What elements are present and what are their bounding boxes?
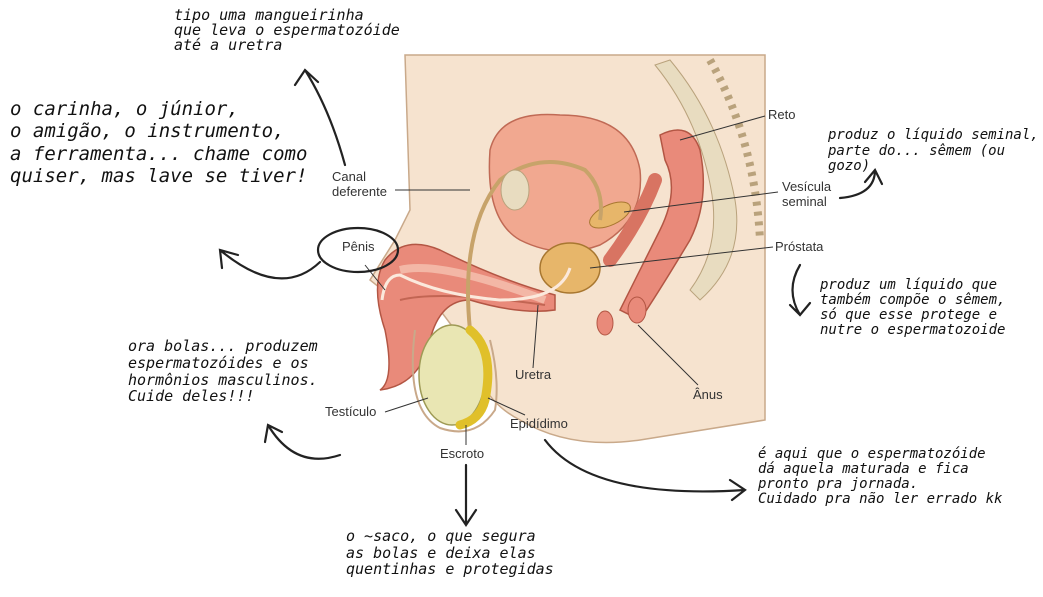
label-escroto: Escroto	[440, 447, 484, 462]
label-penis: Pênis	[342, 240, 375, 255]
label-anus: Ânus	[693, 388, 723, 403]
arrow-epididimo	[545, 440, 745, 500]
label-uretra: Uretra	[515, 368, 551, 383]
note-canal-deferente: tipo uma mangueirinha que leva o esperma…	[174, 8, 400, 53]
label-vesicula-seminal: Vesícula seminal	[782, 180, 831, 210]
note-epididimo: é aqui que o espermatozóide dá aquela ma…	[758, 447, 1002, 507]
note-testiculo: ora bolas... produzem espermatozóides e …	[128, 338, 318, 405]
arrow-escroto	[456, 465, 476, 525]
note-penis: o carinha, o júnior, o amigão, o instrum…	[10, 98, 307, 188]
arrow-testiculo	[265, 425, 340, 459]
label-epididimo: Epidídimo	[510, 417, 568, 432]
arrow-penis	[220, 250, 320, 278]
label-canal-deferente: Canal deferente	[332, 170, 387, 200]
label-reto: Reto	[768, 108, 795, 123]
arrow-prostata	[790, 265, 810, 315]
label-prostata: Próstata	[775, 240, 823, 255]
label-testiculo: Testículo	[325, 405, 376, 420]
note-escroto: o ~saco, o que segura as bolas e deixa e…	[346, 528, 554, 578]
note-prostata: produz um líquido que também compõe o sê…	[820, 278, 1005, 338]
note-vesicula-seminal: produz o líquido seminal, parte do... sê…	[828, 128, 1043, 175]
